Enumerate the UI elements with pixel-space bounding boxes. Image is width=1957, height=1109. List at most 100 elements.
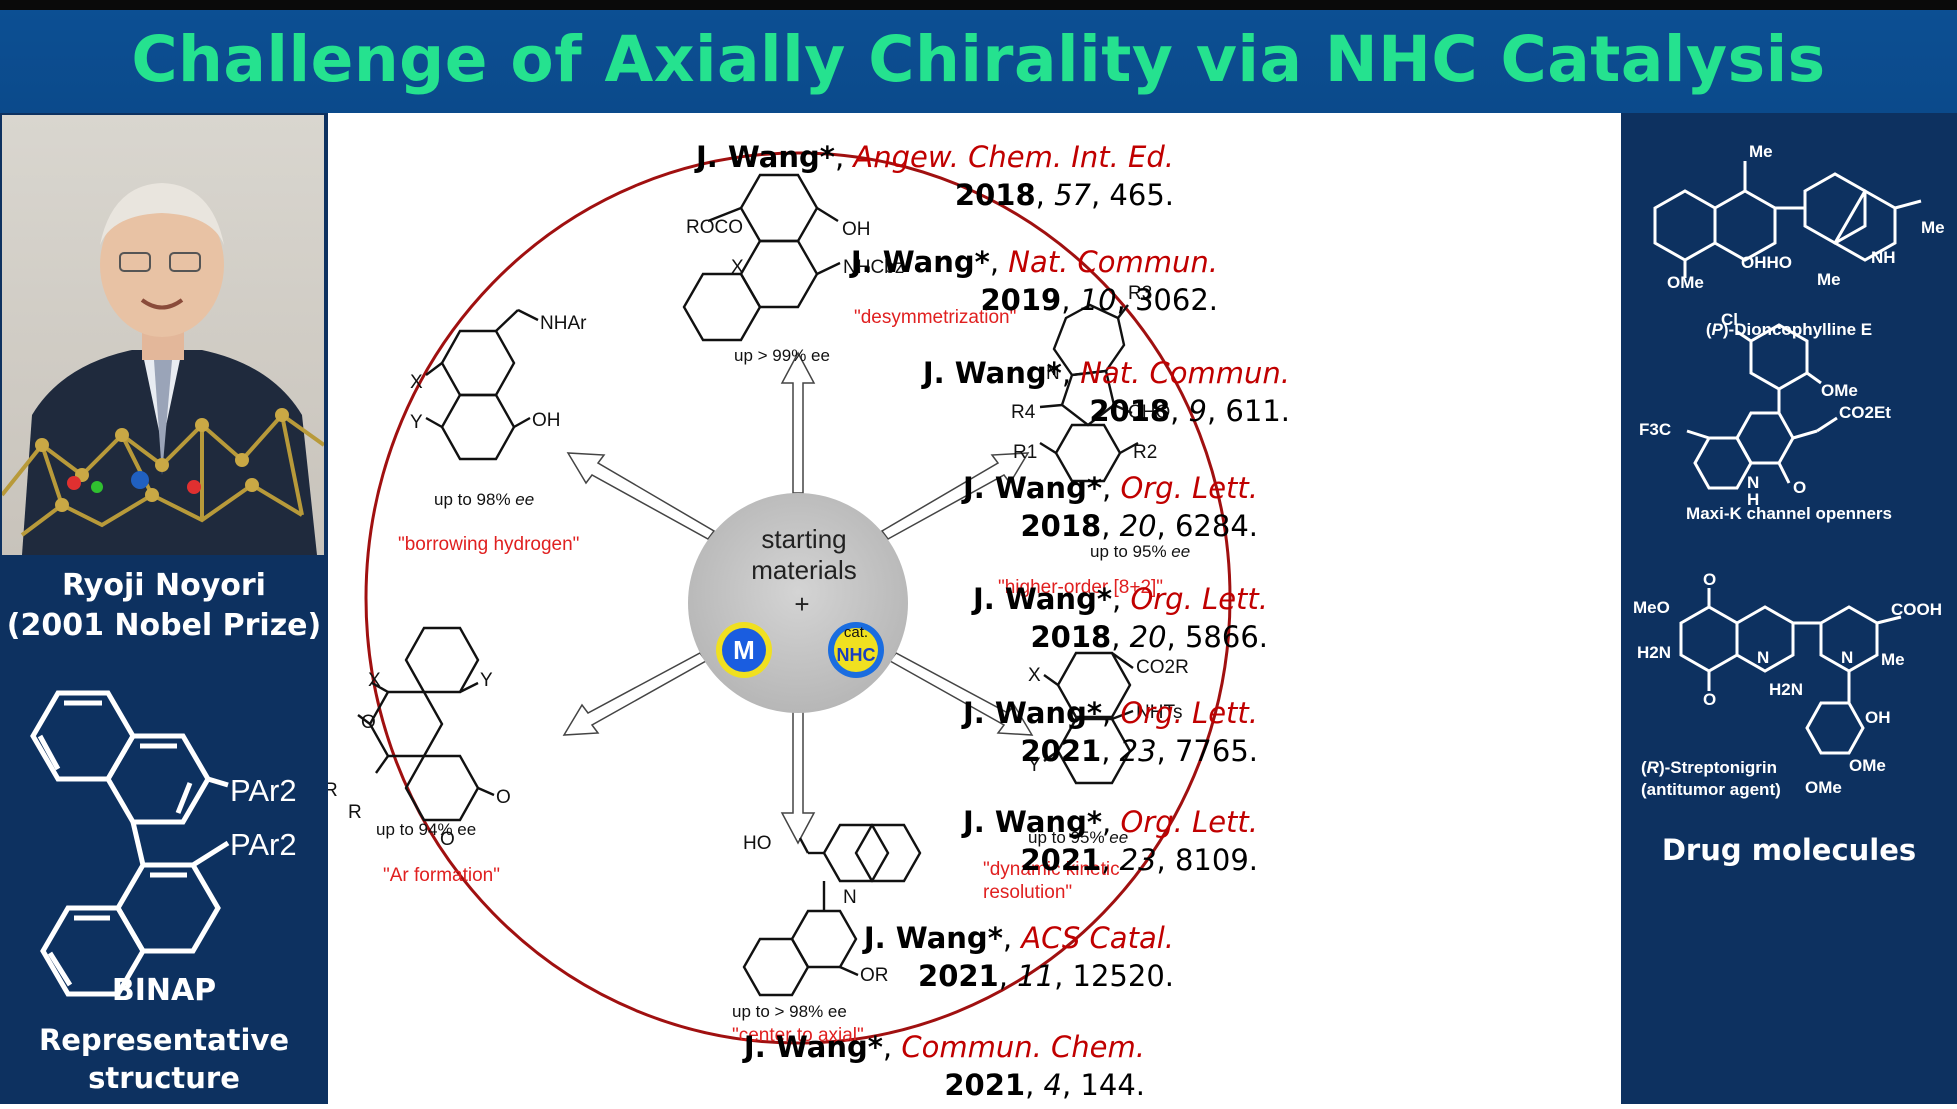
mol2-n: N (1747, 473, 1759, 492)
ca-n: N (843, 887, 857, 908)
reference-line2: 2018, 20, 6284. (1020, 509, 1258, 543)
mol2-co2et: CO2Et (1839, 403, 1891, 422)
arrow-down (780, 702, 816, 845)
reference-journal: Nat. Commun. (1008, 245, 1218, 279)
svg-text:PAr2: PAr2 (230, 773, 297, 808)
desym-roco: ROCO (686, 217, 743, 238)
hub-line1: starting (761, 524, 846, 554)
ho-name: "higher-order [8+2]" (998, 577, 1163, 598)
mol3-n-1: N (1757, 648, 1769, 667)
ar-o-ring: O (440, 829, 455, 850)
reference-volume: 20 (1129, 620, 1167, 654)
reference-journal: ACS Catal. (1021, 921, 1174, 955)
ar-o-top: O (361, 712, 376, 733)
mol3-n-2: N (1841, 648, 1853, 667)
dkr-co2r: CO2R (1136, 657, 1189, 678)
hub-plus: + (794, 589, 809, 619)
reference-volume: 20 (1119, 509, 1157, 543)
higher-order-structure (1039, 303, 1139, 483)
mol1-me-top: Me (1749, 142, 1773, 161)
ho-r2: R2 (1133, 442, 1157, 463)
ar-r2: R (348, 802, 362, 823)
mol1-me-bottom: Me (1817, 270, 1841, 289)
reference-pages: 144. (1080, 1068, 1145, 1102)
reference-pages: 12520. (1072, 959, 1174, 993)
reference-sep: , (1061, 356, 1081, 390)
reference-line2: 2021, 23, 7765. (1020, 734, 1258, 768)
reference-item: J. Wang*, Org. Lett.2021, 23, 8109. (963, 805, 1258, 877)
ar-ee: up to 94% ee (376, 820, 476, 839)
mol3-meo: MeO (1633, 598, 1670, 617)
portrait-photo (2, 115, 324, 555)
reference-volume: 23 (1119, 734, 1157, 768)
reference-sep: , (1102, 471, 1121, 505)
reference-line2: 2021, 4, 144. (944, 1068, 1145, 1102)
reference-journal: Nat. Commun. (1080, 356, 1290, 390)
mol3-cooh: COOH (1891, 600, 1942, 619)
reference-line1: J. Wang*, Commun. Chem. (744, 1030, 1145, 1064)
mol2-f3c: F3C (1639, 420, 1671, 439)
reference-item: J. Wang*, Org. Lett.2018, 20, 6284. (963, 471, 1258, 543)
ar-y: Y (480, 670, 493, 691)
reference-pages: 465. (1109, 178, 1174, 212)
mol3-ome-2: OMe (1805, 778, 1842, 797)
reference-volume: 4 (1043, 1068, 1062, 1102)
reference-line2: 2018, 20, 5866. (1030, 620, 1268, 654)
ca-ee: up to > 98% ee (732, 1002, 847, 1021)
reference-sep: , (989, 245, 1009, 279)
reference-volume: 10 (1079, 283, 1117, 317)
reference-volume: 11 (1017, 959, 1055, 993)
reference-line1: J. Wang*, ACS Catal. (864, 921, 1174, 955)
reference-author: J. Wang* (863, 921, 1003, 955)
reference-item: J. Wang*, ACS Catal.2021, 11, 12520. (864, 921, 1174, 993)
reference-journal: Org. Lett. (1120, 471, 1258, 505)
reference-sep: , (1102, 805, 1121, 839)
mol3-h2n-2: H2N (1769, 680, 1803, 699)
reference-author: J. Wang* (963, 696, 1102, 730)
ar-o-carbonyl: O (496, 787, 511, 808)
borrow-oh: OH (532, 410, 561, 431)
mol3-ome-1: OMe (1849, 756, 1886, 775)
center-panel: starting materials + M cat. NHC ROCO OH … (328, 113, 1621, 1104)
mol1-ome: OMe (1667, 273, 1704, 292)
top-border (0, 0, 1957, 10)
dkr-name-1: "dynamic kinetic (983, 859, 1120, 880)
mol3-name: (R)-Streptonigrin (1641, 758, 1777, 777)
dkr-name-2: resolution" (983, 882, 1072, 903)
drug-molecules: Me Me OMe OHHO NH Me (P)-Dioncophylline … (1633, 142, 1945, 799)
scheme-circle (364, 151, 1232, 1045)
reference-line2: 2018, 57, 465. (954, 178, 1174, 212)
mol2-ome: OMe (1821, 381, 1858, 400)
reference-sep: , (1102, 696, 1121, 730)
reference-pages: 611. (1225, 394, 1290, 428)
mol3-o-top: O (1703, 570, 1716, 589)
dkr-ee: up to 95% ee (1028, 828, 1128, 847)
reference-author: J. Wang* (963, 805, 1102, 839)
ca-name: "center to axial" (732, 1025, 864, 1046)
reference-line2: 2021, 23, 8109. (1020, 843, 1258, 877)
svg-text:PAr2: PAr2 (230, 827, 297, 862)
reference-sep: , (882, 1030, 902, 1064)
arrow-upper-left (566, 452, 716, 540)
nobel-prize: (2001 Nobel Prize) (6, 608, 322, 643)
reference-journal: Angew. Chem. Int. Ed. (853, 140, 1174, 174)
reference-author: J. Wang* (922, 356, 1062, 390)
borrow-x: X (410, 372, 423, 393)
representative-line2: structure (88, 1061, 240, 1095)
reference-author: J. Wang* (973, 582, 1112, 616)
mol3-o-bottom: O (1703, 690, 1716, 709)
reference-pages: 5866. (1184, 620, 1268, 654)
mol1-me-right: Me (1921, 218, 1945, 237)
reference-pages: 7765. (1174, 734, 1258, 768)
nobel-name: Ryoji Noyori (62, 568, 266, 603)
mol2-name: Maxi-K channel openners (1686, 504, 1892, 523)
reference-line2: 2019, 10, 3062. (980, 283, 1218, 317)
ho-ee: up to 95% ee (1090, 542, 1190, 561)
drug-molecules-title: Drug molecules (1661, 833, 1917, 867)
reference-item: J. Wang*, Nat. Commun.2019, 10, 3062. (851, 245, 1218, 317)
dkr-y: Y (1028, 755, 1041, 776)
reference-year: 2018 (1030, 620, 1112, 654)
nhc-icon: NHC (837, 645, 876, 665)
mol1-nh: NH (1871, 248, 1896, 267)
representative-line1: Representative (38, 1023, 290, 1057)
